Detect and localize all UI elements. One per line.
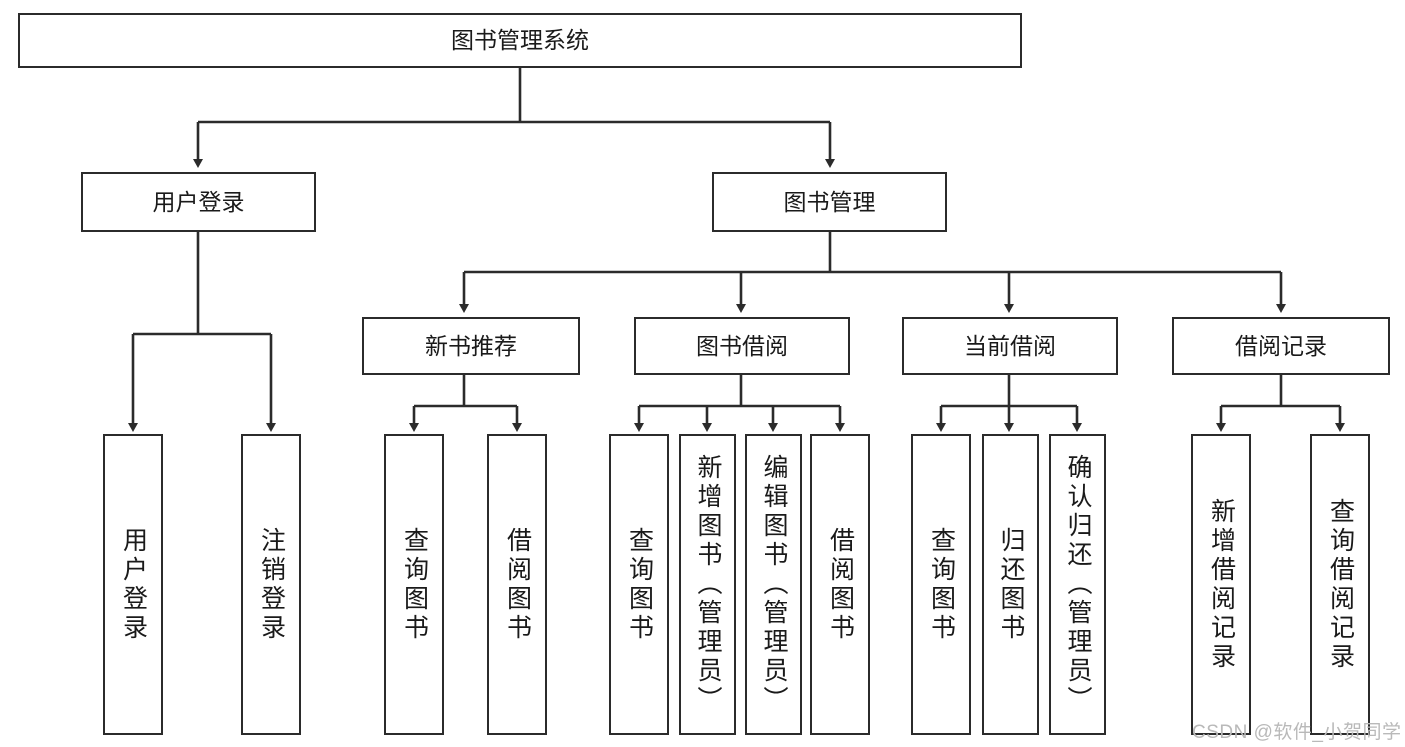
node-book-management-system[interactable]: 图书管理系统	[18, 13, 1022, 68]
node-label: 确认归还（管理员）	[1064, 454, 1092, 715]
node-label: 查询图书	[927, 526, 956, 643]
watermark-text: CSDN @软件_小贺同学	[1192, 722, 1402, 743]
node-leaf-logout[interactable]: 注销登录	[241, 434, 301, 735]
node-leaf-query-borrow-record[interactable]: 查询借阅记录	[1310, 434, 1370, 735]
node-leaf-borrow-book-recommend[interactable]: 借阅图书	[487, 434, 547, 735]
node-borrow-record[interactable]: 借阅记录	[1172, 317, 1390, 375]
node-label: 借阅记录	[1235, 332, 1327, 359]
node-label: 新书推荐	[425, 332, 517, 359]
node-label: 查询借阅记录	[1326, 497, 1355, 672]
node-leaf-borrow-book[interactable]: 借阅图书	[810, 434, 870, 735]
node-label: 新增图书（管理员）	[694, 454, 722, 715]
node-current-borrow[interactable]: 当前借阅	[902, 317, 1118, 375]
node-label: 图书管理系统	[451, 27, 589, 54]
node-leaf-confirm-return-admin[interactable]: 确认归还（管理员）	[1049, 434, 1106, 735]
node-leaf-query-book-borrow[interactable]: 查询图书	[609, 434, 669, 735]
node-leaf-return-book[interactable]: 归还图书	[982, 434, 1039, 735]
node-user-login[interactable]: 用户登录	[81, 172, 316, 232]
node-label: 图书借阅	[696, 332, 788, 359]
node-label: 编辑图书（管理员）	[760, 454, 788, 715]
node-label: 注销登录	[257, 526, 286, 643]
node-label: 归还图书	[997, 526, 1025, 643]
node-leaf-query-book-recommend[interactable]: 查询图书	[384, 434, 444, 735]
node-label: 查询图书	[400, 526, 429, 643]
node-leaf-add-book-admin[interactable]: 新增图书（管理员）	[679, 434, 736, 735]
node-label: 用户登录	[152, 188, 245, 215]
node-label: 借阅图书	[826, 526, 855, 643]
node-leaf-query-book-current[interactable]: 查询图书	[911, 434, 971, 735]
node-leaf-edit-book-admin[interactable]: 编辑图书（管理员）	[745, 434, 802, 735]
node-label: 查询图书	[625, 526, 654, 643]
node-label: 图书管理	[783, 188, 876, 215]
node-leaf-add-borrow-record[interactable]: 新增借阅记录	[1191, 434, 1251, 735]
node-label: 当前借阅	[964, 332, 1056, 359]
node-leaf-user-login[interactable]: 用户登录	[103, 434, 163, 735]
node-label: 用户登录	[119, 526, 148, 643]
node-label: 借阅图书	[503, 526, 532, 643]
node-new-book-recommend[interactable]: 新书推荐	[362, 317, 580, 375]
node-label: 新增借阅记录	[1207, 497, 1236, 672]
node-book-management[interactable]: 图书管理	[712, 172, 947, 232]
node-book-borrow[interactable]: 图书借阅	[634, 317, 850, 375]
